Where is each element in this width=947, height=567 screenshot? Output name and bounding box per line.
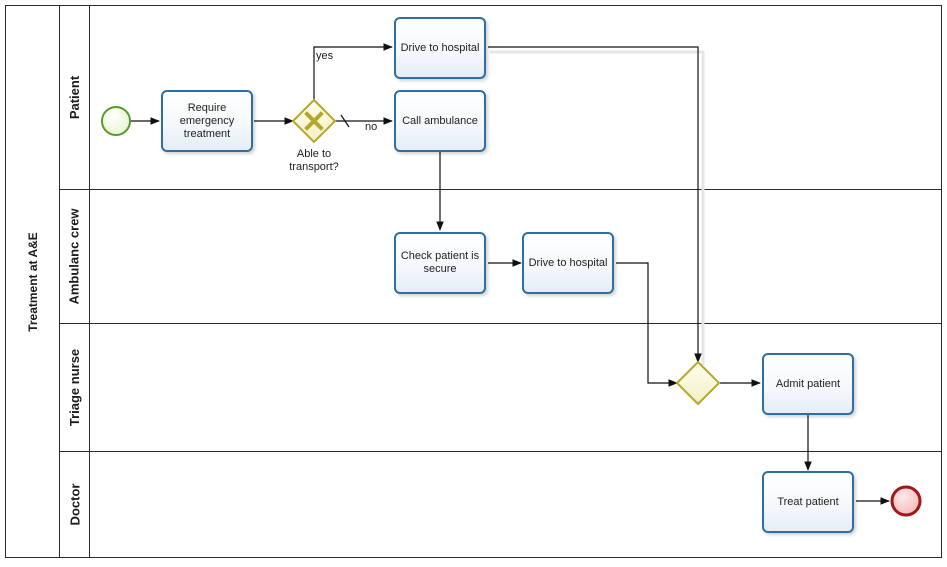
flow-label-yes: yes bbox=[316, 50, 334, 62]
task-label: Admit patient bbox=[775, 377, 841, 390]
task-label: Treat patient bbox=[777, 495, 839, 508]
lane-label-triage-nurse: Triage nurse bbox=[67, 348, 82, 427]
task-label: Require emergency treatment bbox=[179, 101, 235, 140]
lane-doctor: Doctor bbox=[60, 452, 941, 557]
gateway-label: Able to transport? bbox=[284, 148, 344, 174]
task-label: Drive to hospital bbox=[528, 256, 608, 269]
pool-title: Treatment at A&E bbox=[25, 231, 40, 332]
lane-label-ambulance-crew: Ambulanc crew bbox=[67, 208, 82, 305]
task-admit-patient[interactable]: Admit patient bbox=[762, 353, 854, 415]
task-label: Call ambulance bbox=[402, 114, 478, 127]
lane-ambulance-crew: Ambulanc crew bbox=[60, 190, 941, 324]
task-drive-to-hospital-patient[interactable]: Drive to hospital bbox=[394, 17, 486, 79]
task-call-ambulance[interactable]: Call ambulance bbox=[394, 90, 486, 152]
lane-header-ambulance-crew: Ambulanc crew bbox=[60, 190, 90, 323]
lane-label-patient: Patient bbox=[67, 75, 82, 120]
task-label: Check patient is secure bbox=[400, 250, 480, 275]
flow-label-no: no bbox=[365, 121, 378, 133]
lane-header-triage-nurse: Triage nurse bbox=[60, 324, 90, 451]
task-treat-patient[interactable]: Treat patient bbox=[762, 471, 854, 533]
lane-triage-nurse: Triage nurse bbox=[60, 324, 941, 452]
lane-label-doctor: Doctor bbox=[67, 483, 83, 526]
lane-header-patient: Patient bbox=[60, 6, 90, 189]
task-check-patient-secure[interactable]: Check patient is secure bbox=[394, 232, 486, 294]
task-drive-to-hospital-crew[interactable]: Drive to hospital bbox=[522, 232, 614, 294]
gateway-label-line2: transport? bbox=[289, 161, 339, 173]
task-label: Drive to hospital bbox=[400, 41, 480, 54]
gateway-label-line1: Able to bbox=[296, 148, 332, 160]
lane-header-doctor: Doctor bbox=[60, 452, 90, 557]
task-require-emergency-treatment[interactable]: Require emergency treatment bbox=[161, 90, 253, 152]
pool-header: Treatment at A&E bbox=[6, 6, 60, 557]
